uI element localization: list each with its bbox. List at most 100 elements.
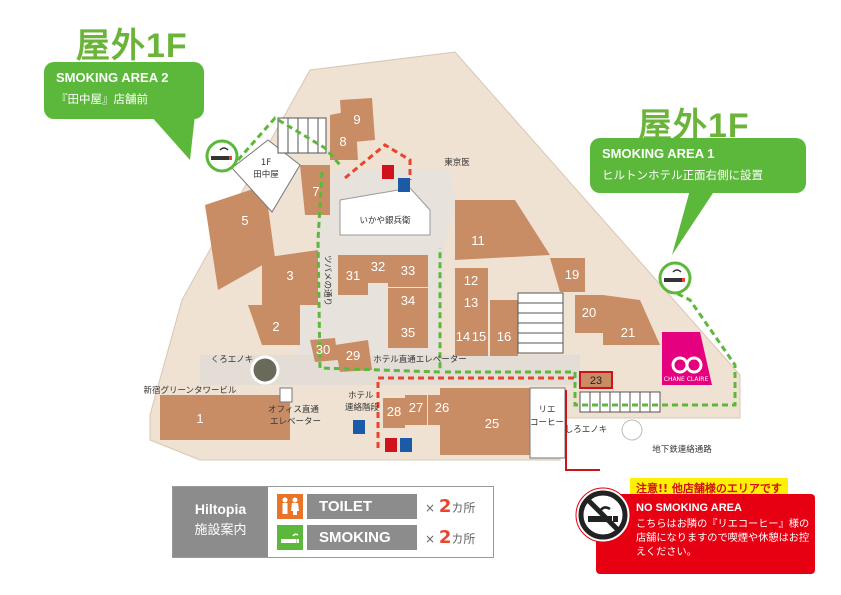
shop-2[interactable] <box>248 305 300 345</box>
legend-smoking-count: × 2カ所 <box>425 527 476 548</box>
shop-3[interactable] <box>262 250 318 305</box>
shop-19[interactable] <box>550 258 585 292</box>
smoking-route-center <box>316 171 442 374</box>
label-chane-claire: CHANE CLAIRE <box>664 376 709 383</box>
legend-toilet-label: TOILET <box>307 494 417 519</box>
chane-claire-block[interactable] <box>662 332 712 385</box>
shop-14[interactable] <box>455 314 471 356</box>
shop-number-11: 11 <box>471 233 485 248</box>
shop-35[interactable] <box>388 313 428 348</box>
tanakaya-block[interactable] <box>231 139 301 213</box>
shop-number-32: 32 <box>371 259 385 274</box>
shop-13[interactable] <box>455 292 488 314</box>
floor-label-left: 屋外1F <box>76 27 188 65</box>
smoking-marker-1[interactable] <box>658 261 692 295</box>
legend-toilet-row: TOILET × 2カ所 <box>277 494 487 519</box>
toilet-route <box>344 143 412 180</box>
shop-28[interactable] <box>383 398 405 428</box>
legend-smoking-row: SMOKING × 2カ所 <box>277 525 487 550</box>
shop-number-29: 29 <box>346 348 360 363</box>
label-hotel-elevator: ホテル直通エレベーター <box>373 354 467 365</box>
shop-number-34: 34 <box>401 293 415 308</box>
shop-26[interactable] <box>428 395 456 425</box>
shop-number-35: 35 <box>401 325 415 340</box>
legend-brand-name: Hiltopia <box>194 501 247 517</box>
shop-number-15: 15 <box>472 329 486 344</box>
stairs-right <box>579 391 661 413</box>
smoking-route-left <box>236 116 342 166</box>
label-tokyo: 東京医 <box>444 157 470 168</box>
shop-11[interactable] <box>455 200 550 260</box>
smoking-icon <box>277 525 303 550</box>
smoking-area-2-desc: 『田中屋』店舗前 <box>56 92 148 106</box>
shop-number-1: 1 <box>196 411 203 426</box>
shop-33[interactable] <box>388 255 428 287</box>
shop-32[interactable] <box>368 255 388 283</box>
callout-smoking-area-1: SMOKING AREA 1 ヒルトンホテル正面右側に設置 <box>590 138 806 193</box>
shop-15[interactable] <box>471 314 488 356</box>
toilet-route-bottom <box>376 376 575 448</box>
shop-1[interactable] <box>160 395 290 440</box>
warning-box: NO SMOKING AREA こちらはお隣の『リエコーヒー』様の店舗になります… <box>596 494 815 574</box>
smoking-marker-2[interactable] <box>205 139 239 173</box>
label-kuroenoki: くろエノキ <box>211 355 254 365</box>
shop-20[interactable] <box>575 295 603 333</box>
rie-coffee-block[interactable] <box>529 387 566 459</box>
shop-number-19: 19 <box>565 267 579 282</box>
shop-16[interactable] <box>490 300 518 356</box>
label-tsubame: ツバメの通り <box>322 255 333 306</box>
shop-number-20: 20 <box>582 305 596 320</box>
shop-number-23: 23 <box>590 375 602 387</box>
label-office-elevator-1: オフィス直通 <box>268 404 319 415</box>
shop-9[interactable] <box>340 98 375 143</box>
warning-banner: 注意!! 他店舗様のエリアです <box>630 478 788 498</box>
shop-31[interactable] <box>338 255 368 295</box>
shop-number-30: 30 <box>316 342 330 357</box>
shop-21[interactable] <box>603 295 660 345</box>
label-rie-2: コーヒー <box>530 418 564 428</box>
legend-brand-sub: 施設案内 <box>194 523 247 538</box>
toilet-icon <box>277 494 303 519</box>
shop-number-31: 31 <box>346 268 360 283</box>
stairs-top <box>277 117 327 154</box>
shop-number-26: 26 <box>435 400 449 415</box>
shop-29[interactable] <box>335 340 372 372</box>
shop-27[interactable] <box>405 395 427 425</box>
shop-5[interactable] <box>205 185 275 290</box>
shop-number-12: 12 <box>464 273 478 288</box>
warning-leader <box>565 390 600 471</box>
shop-number-28: 28 <box>387 404 401 419</box>
label-rie-1: リエ <box>538 405 555 415</box>
shop-23[interactable] <box>579 371 613 389</box>
shop-number-33: 33 <box>401 263 415 278</box>
shop-12[interactable] <box>455 268 488 292</box>
shop-number-14: 14 <box>456 329 470 344</box>
legend-smoking-label: SMOKING <box>307 525 417 550</box>
shop-number-13: 13 <box>464 295 478 310</box>
callout-1-pointer <box>672 190 715 255</box>
legend-toilet-count: × 2カ所 <box>425 496 476 517</box>
shop-number-2: 2 <box>272 319 279 334</box>
shop-number-16: 16 <box>497 329 511 344</box>
label-tanakaya-1: 1F <box>261 158 271 168</box>
label-shiroenoki: しろエノキ <box>565 425 608 435</box>
legend-brand: Hiltopia 施設案内 <box>173 487 268 557</box>
chane-claire-logo <box>671 356 703 374</box>
stairs-center <box>517 292 564 354</box>
warning-desc: こちらはお隣の『リエコーヒー』様の店舗になりますので喫煙や休憩はお控えください。 <box>636 519 810 558</box>
shop-number-25: 25 <box>485 416 499 431</box>
shop-34[interactable] <box>388 288 428 313</box>
legend: Hiltopia 施設案内 TOILET × 2カ所 SMOKING × 2カ所 <box>172 486 494 558</box>
toilet-marker-top[interactable] <box>382 165 410 192</box>
no-smoking-icon <box>575 487 631 543</box>
shiroenoki-tree <box>621 419 643 441</box>
label-subway: 地下鉄連絡通路 <box>652 444 712 455</box>
shop-25[interactable] <box>440 388 530 455</box>
shop-number-3: 3 <box>286 268 293 283</box>
shop-number-9: 9 <box>353 112 360 127</box>
toilet-marker-bottom[interactable] <box>385 438 412 452</box>
label-green-tower: 新宿グリーンタワービル <box>143 385 237 396</box>
kuroenoki-tree <box>250 355 280 385</box>
shop-30[interactable] <box>310 338 338 362</box>
